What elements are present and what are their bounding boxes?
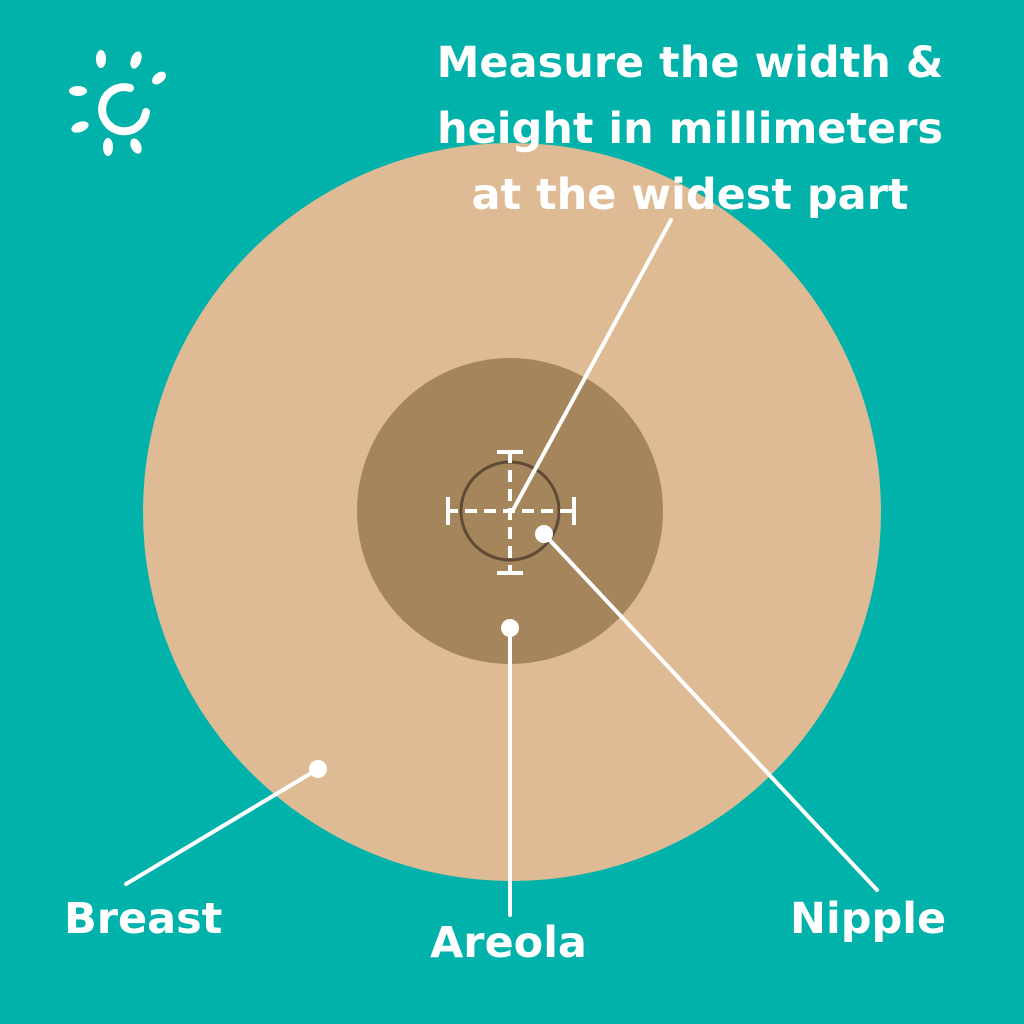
areola-label: Areola (430, 918, 587, 968)
heading-line: at the widest part (471, 170, 909, 220)
heading-leader-line (511, 218, 673, 512)
sun-icon (69, 50, 166, 156)
crosshair-icon (446, 450, 576, 575)
breast-leader-line (124, 767, 320, 886)
heading-line: Measure the width & (436, 38, 944, 88)
breast-dot (309, 760, 327, 778)
nipple-label: Nipple (790, 894, 947, 944)
areola-dot (501, 619, 519, 637)
leader-dots (309, 525, 553, 778)
instruction-heading: Measure the width & height in millimeter… (380, 30, 1000, 228)
heading-line: height in millimeters (436, 104, 943, 154)
breast-label: Breast (64, 894, 223, 944)
nipple-dot (535, 525, 553, 543)
leader-lines (124, 218, 879, 917)
nipple-leader-line (542, 532, 879, 892)
